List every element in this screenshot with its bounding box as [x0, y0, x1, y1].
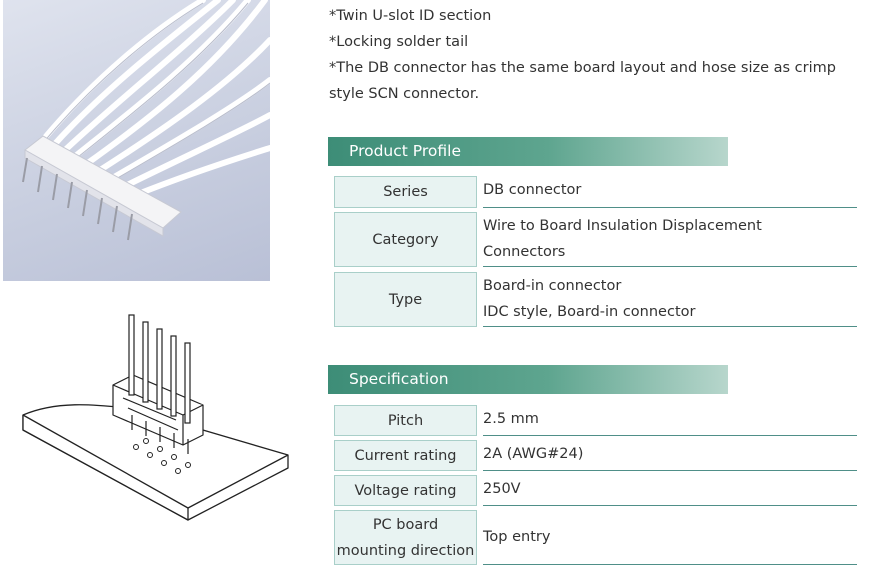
profile-label: Category — [334, 212, 477, 267]
profile-value: DB connector — [483, 176, 857, 208]
profile-value-line: Board-in connector — [483, 278, 622, 294]
connector-line-drawing — [18, 310, 293, 525]
spec-label-line: PC board — [372, 516, 439, 533]
feature-item: *The DB connector has the same board lay… — [329, 60, 836, 102]
spec-value-text: Top entry — [483, 529, 551, 545]
spec-value: Top entry — [483, 510, 857, 565]
spec-value: 2.5 mm — [483, 405, 857, 436]
spec-row-current-rating: Current rating 2A (AWG#24) — [334, 440, 857, 471]
spec-label: Pitch — [334, 405, 477, 436]
profile-value: Wire to Board Insulation Displacement Co… — [483, 212, 857, 267]
spec-label: PC board mounting direction — [334, 510, 477, 565]
spec-value: 2A (AWG#24) — [483, 440, 857, 471]
profile-value: Board-in connector IDC style, Board-in c… — [483, 272, 857, 327]
profile-label: Type — [334, 272, 477, 327]
specification-heading: Specification — [328, 365, 728, 394]
spec-value: 250V — [483, 475, 857, 506]
spec-value-text: 250V — [483, 481, 521, 497]
feature-item: *Locking solder tail — [329, 34, 469, 50]
spec-row-pitch: Pitch 2.5 mm — [334, 405, 857, 436]
profile-row-category: Category Wire to Board Insulation Displa… — [334, 212, 857, 267]
spec-value-text: 2.5 mm — [483, 411, 539, 427]
profile-value-line: DB connector — [483, 182, 582, 198]
spec-row-voltage-rating: Voltage rating 250V — [334, 475, 857, 506]
feature-list: *Twin U-slot ID section *Locking solder … — [329, 3, 869, 107]
product-profile-heading: Product Profile — [328, 137, 728, 166]
spec-label: Voltage rating — [334, 475, 477, 506]
feature-item: *Twin U-slot ID section — [329, 8, 492, 24]
profile-row-type: Type Board-in connector IDC style, Board… — [334, 272, 857, 327]
profile-value-line: Connectors — [483, 244, 566, 260]
spec-label-line: mounting direction — [336, 542, 475, 559]
profile-label: Series — [334, 176, 477, 208]
connector-photo-illustration — [22, 0, 270, 241]
profile-row-series: Series DB connector — [334, 176, 857, 208]
profile-value-line: IDC style, Board-in connector — [483, 304, 696, 320]
spec-row-mounting-direction: PC board mounting direction Top entry — [334, 510, 857, 565]
spec-value-text: 2A (AWG#24) — [483, 446, 584, 462]
product-photo — [3, 0, 270, 281]
profile-value-line: Wire to Board Insulation Displacement — [483, 218, 762, 234]
spec-label: Current rating — [334, 440, 477, 471]
